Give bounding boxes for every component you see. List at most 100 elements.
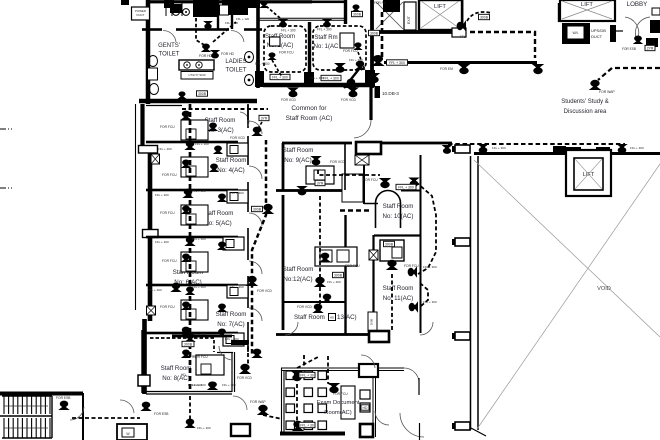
svg-text:FOR HD: FOR HD <box>221 52 235 56</box>
svg-text:No: 3(AC): No: 3(AC) <box>206 127 234 134</box>
svg-text:FFL + 300: FFL + 300 <box>423 300 437 304</box>
svg-text:FOR VCD: FOR VCD <box>281 98 296 102</box>
svg-text:DUCT: DUCT <box>136 13 144 17</box>
svg-text:FFL + 300: FFL + 300 <box>192 189 206 193</box>
svg-text:FFL + 300: FFL + 300 <box>423 265 437 269</box>
svg-text:FOR ESB: FOR ESB <box>154 412 169 416</box>
svg-text:FOR VCD: FOR VCD <box>330 160 345 164</box>
svg-text:LIFT: LIFT <box>583 172 595 178</box>
svg-text:FFL + 300: FFL + 300 <box>327 280 341 284</box>
svg-text:FFL + 300: FFL + 300 <box>492 146 506 150</box>
svg-text:FFL + 300: FFL + 300 <box>195 142 209 146</box>
svg-text:Staff Room: Staff Room <box>383 203 414 210</box>
svg-text:No: 4(AC): No: 4(AC) <box>217 167 245 174</box>
svg-text:FFL + 300: FFL + 300 <box>188 383 202 387</box>
svg-text:Staff Room: Staff Room <box>216 157 247 164</box>
svg-text:FOR FCU: FOR FCU <box>333 392 348 396</box>
svg-text:2YR: 2YR <box>647 46 654 50</box>
svg-text:300B: 300B <box>370 31 379 35</box>
svg-text:FFL: FFL <box>460 35 466 39</box>
svg-text:FFL + 300: FFL + 300 <box>192 383 206 387</box>
svg-text:FOR FCU: FOR FCU <box>363 178 378 182</box>
svg-text:FFL + 300: FFL + 300 <box>197 426 211 430</box>
svg-text:13(AC): 13(AC) <box>337 314 357 321</box>
svg-text:EXIT: EXIT <box>407 15 411 24</box>
svg-text:Staff Room: Staff Room <box>203 210 234 217</box>
svg-text:FOR VCD: FOR VCD <box>230 136 245 140</box>
svg-text:Staff Room (AC): Staff Room (AC) <box>286 115 333 122</box>
svg-text:300B: 300B <box>198 92 207 96</box>
svg-text:No: 9(AC): No: 9(AC) <box>284 157 312 164</box>
svg-text:No: 7(AC): No: 7(AC) <box>217 321 245 328</box>
svg-text:FFL + 300: FFL + 300 <box>255 62 270 66</box>
svg-text:LIFT: LIFT <box>434 4 446 10</box>
svg-text:FFL + 120: FFL + 120 <box>236 17 250 21</box>
svg-text:300B: 300B <box>353 12 362 16</box>
svg-text:DUCT: DUCT <box>591 34 603 39</box>
svg-text:HD: HD <box>363 406 368 410</box>
svg-text:No:12(AC): No:12(AC) <box>283 276 312 283</box>
svg-text:FOR ESB: FOR ESB <box>56 396 71 400</box>
svg-text:FFL + 300: FFL + 300 <box>148 288 162 292</box>
svg-text:FFL + 300: FFL + 300 <box>155 193 169 197</box>
svg-text:UPS/DB: UPS/DB <box>591 28 606 33</box>
svg-text:FOR EM: FOR EM <box>440 67 453 71</box>
svg-text:Staff Room: Staff Room <box>294 314 325 321</box>
svg-text:Staff Room: Staff Room <box>216 311 247 318</box>
svg-text:FFL + 300: FFL + 300 <box>281 29 296 33</box>
svg-text:Exam Document: Exam Document <box>317 400 360 406</box>
svg-text:FOR FCU: FOR FCU <box>160 125 175 129</box>
svg-text:FFL + 30: FFL + 30 <box>300 423 314 427</box>
svg-text:FOR FCU: FOR FCU <box>279 51 294 55</box>
svg-text:TOILET: TOILET <box>159 52 180 58</box>
svg-text:TOILET: TOILET <box>226 68 247 74</box>
svg-text:No: 11(AC): No: 11(AC) <box>383 295 414 302</box>
svg-text:Staff Room: Staff Room <box>283 147 314 154</box>
svg-text:FFL + 300: FFL + 300 <box>155 240 169 244</box>
svg-text:FOR FCU: FOR FCU <box>193 355 208 359</box>
svg-text:HD: HD <box>181 373 186 377</box>
svg-text:300B: 300B <box>184 342 193 346</box>
svg-text:FOR FCU: FOR FCU <box>162 173 177 177</box>
svg-text:Common for: Common for <box>291 105 327 112</box>
svg-text:LOBBY: LOBBY <box>627 1 648 8</box>
svg-text:FFL + 300: FFL + 300 <box>630 146 644 150</box>
svg-text:POWER: POWER <box>135 9 146 13</box>
svg-text:FFL + 300: FFL + 300 <box>349 58 363 62</box>
svg-text:300B: 300B <box>334 273 343 277</box>
svg-text:GENTS': GENTS' <box>158 43 180 49</box>
svg-text:No: 8(AC): No: 8(AC) <box>162 375 190 382</box>
svg-text:FOR FCU: FOR FCU <box>345 264 360 268</box>
svg-text:FOR FCU: FOR FCU <box>162 259 177 263</box>
svg-text:No: 10(AC): No: 10(AC) <box>383 213 414 220</box>
svg-text:Room(AC): Room(AC) <box>324 410 351 416</box>
svg-text:FOR FCU: FOR FCU <box>160 305 175 309</box>
svg-text:W: W <box>126 432 130 436</box>
svg-text:FOR VCD: FOR VCD <box>257 289 272 293</box>
svg-text:FFL + 300: FFL + 300 <box>158 147 172 151</box>
svg-text:No: 6(AC): No: 6(AC) <box>174 279 202 286</box>
svg-text:UTILITY 9KW: UTILITY 9KW <box>188 73 206 77</box>
svg-text:FFL + 300: FFL + 300 <box>225 337 239 341</box>
svg-text:FFL + 300: FFL + 300 <box>323 76 339 80</box>
svg-text:Staff Rm: Staff Rm <box>314 35 337 41</box>
svg-text:Students' Study &: Students' Study & <box>561 99 609 105</box>
svg-text:FOR VCD: FOR VCD <box>237 376 252 380</box>
svg-text:Staff Room: Staff Room <box>205 117 236 124</box>
svg-text:10.DB-3: 10.DB-3 <box>382 91 399 96</box>
svg-text:3YR: 3YR <box>261 116 268 120</box>
svg-text:FFL + 300: FFL + 300 <box>310 76 324 80</box>
svg-text:300B: 300B <box>253 207 262 211</box>
svg-text:FOR VCD: FOR VCD <box>341 98 356 102</box>
svg-text:W/L: W/L <box>572 31 578 35</box>
svg-text:FFL + 300: FFL + 300 <box>272 75 288 79</box>
svg-text:Staff Room: Staff Room <box>383 285 414 292</box>
svg-text:FFL + 300: FFL + 300 <box>222 383 236 387</box>
svg-text:FFL + 300: FFL + 300 <box>192 285 206 289</box>
svg-text:3YR: 3YR <box>317 181 324 185</box>
svg-text:FOR VCD: FOR VCD <box>297 305 312 309</box>
svg-text:FFL + 300: FFL + 300 <box>389 61 405 65</box>
svg-text:No: 1(AC: No: 1(AC <box>314 44 339 50</box>
svg-text:No: 5(AC): No: 5(AC) <box>204 220 232 227</box>
svg-text:HD: HD <box>330 316 334 320</box>
